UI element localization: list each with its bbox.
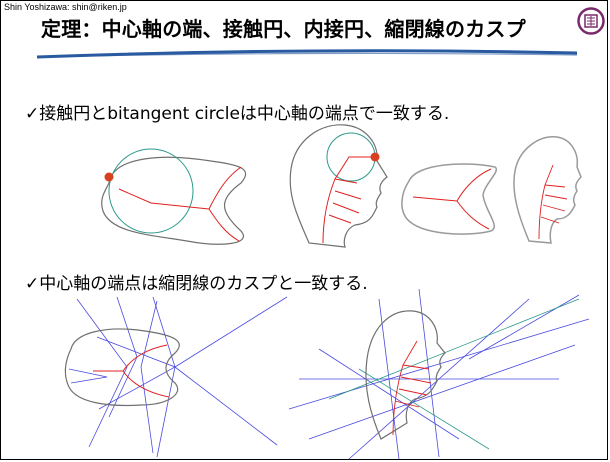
figure-face-medial-axis <box>513 136 582 244</box>
figure-evolute-shape <box>64 296 288 458</box>
slide-title: 定理：中心軸の端、接触円、内接円、縮閉線のカスプ <box>41 17 526 41</box>
bullet-evolute-cusp: ✓中心軸の端点は縮閉線のカスプと一致する. <box>25 269 368 294</box>
check-mark-icon: ✓ <box>25 274 40 294</box>
seal-logo-icon <box>577 7 605 35</box>
bullet-osculating-circle: ✓接触円とbitangent circleは中心軸の端点で一致する. <box>25 99 449 124</box>
figure-shape-medial-axis <box>401 163 498 235</box>
title-underline <box>37 49 577 59</box>
figure-shape-bitangent-circle <box>101 148 247 245</box>
bullet-text: 中心軸の端点は縮閉線のカスプと一致する. <box>39 274 368 294</box>
author-line: Shin Yoshizawa: shin@riken.jp <box>4 2 127 12</box>
figure-face-osculating-circle <box>289 124 388 248</box>
bullet-text: 接触円とbitangent circleは中心軸の端点で一致する. <box>39 104 450 124</box>
check-mark-icon: ✓ <box>25 104 40 124</box>
figure-evolute-face <box>288 288 590 460</box>
